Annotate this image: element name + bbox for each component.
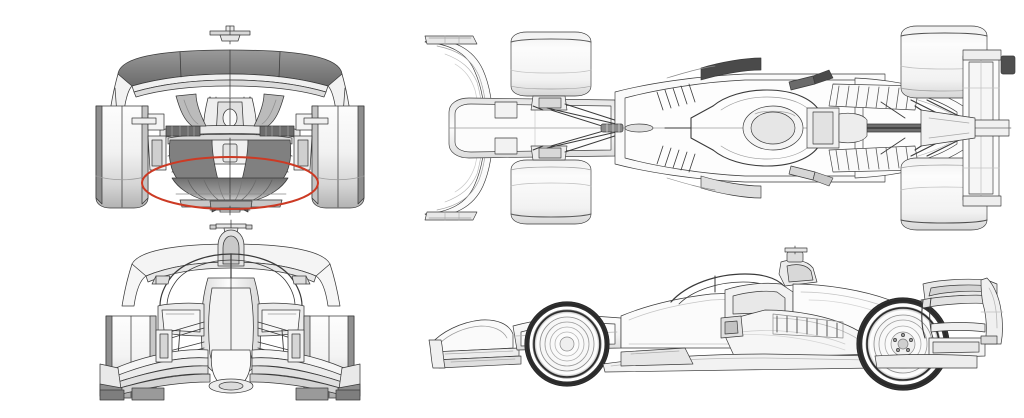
nose-side-boxes	[494, 101, 518, 155]
rear-wing-endplate-side	[980, 277, 1004, 345]
front-upright-left	[530, 95, 568, 111]
floor-side	[602, 347, 876, 373]
tyre-rear-right	[311, 105, 365, 209]
rear-winglets	[131, 117, 329, 125]
front-upright-right	[530, 145, 568, 161]
floor-fences-right	[656, 145, 696, 173]
upper-sidepod-shadow	[175, 93, 285, 127]
rear-crash-structure-side	[874, 337, 986, 369]
floor-louvres-left	[828, 83, 920, 111]
front-wing-side	[430, 319, 522, 369]
rear-wing	[117, 49, 343, 98]
rear-endplate-behind-right	[315, 263, 341, 307]
sidepod-inlet-left	[666, 57, 762, 81]
cockpit-opening	[742, 105, 804, 151]
exhaust-side	[980, 335, 998, 345]
mirror-left	[151, 275, 171, 285]
diffuser-top	[920, 109, 976, 147]
sidepod-inlet-side	[720, 315, 744, 339]
rear-light	[1000, 55, 1016, 75]
tyre-front-right-top	[510, 159, 592, 225]
view-side-view	[425, 240, 1020, 391]
rear-endplate-behind-left	[121, 263, 147, 307]
rear-wing-endplate-top-right	[962, 195, 1002, 207]
view-rear-view	[60, 18, 400, 218]
floor-louvres-right	[828, 145, 920, 173]
nose-cone	[208, 349, 254, 394]
front-wheel	[524, 301, 610, 387]
mirror-top-right	[788, 165, 834, 187]
beam-wing-side	[930, 322, 986, 333]
annotation-diffuser-highlight	[141, 156, 319, 210]
rear-wing-side	[920, 278, 998, 309]
front-brake-ducts	[155, 329, 305, 363]
rear-wing-camera-pod	[209, 25, 251, 45]
view-top-view	[415, 14, 1020, 242]
halo	[159, 253, 303, 307]
front-wing-endplate-side	[428, 339, 446, 369]
view-front-view	[60, 218, 400, 413]
airbox-top	[838, 112, 868, 144]
sidepod-right	[257, 302, 305, 337]
rear-wing-endplate-top-left	[962, 49, 1002, 61]
mirror-top-left	[788, 69, 834, 91]
rear-bodywork-mesh	[165, 125, 295, 137]
nose-marking	[600, 123, 654, 133]
tyre-front-left-top	[510, 31, 592, 97]
cockpit-side	[724, 282, 794, 319]
floor-louvres-side	[772, 313, 844, 339]
floor-fences-left	[656, 83, 696, 111]
mirror-right	[291, 275, 311, 285]
front-wing-endplate-top-left	[424, 35, 478, 45]
brake-duct-left	[147, 113, 167, 171]
airbox-side	[778, 245, 818, 287]
sidepod-inlet-right	[666, 175, 762, 199]
front-floor-panels	[99, 387, 361, 401]
sidepod-left	[157, 302, 205, 337]
front-wing-endplate-top-right	[424, 211, 478, 221]
rear-crash-tip	[974, 119, 1012, 137]
roll-hoop	[217, 229, 245, 267]
rear-wing-pillar-side	[921, 297, 934, 339]
